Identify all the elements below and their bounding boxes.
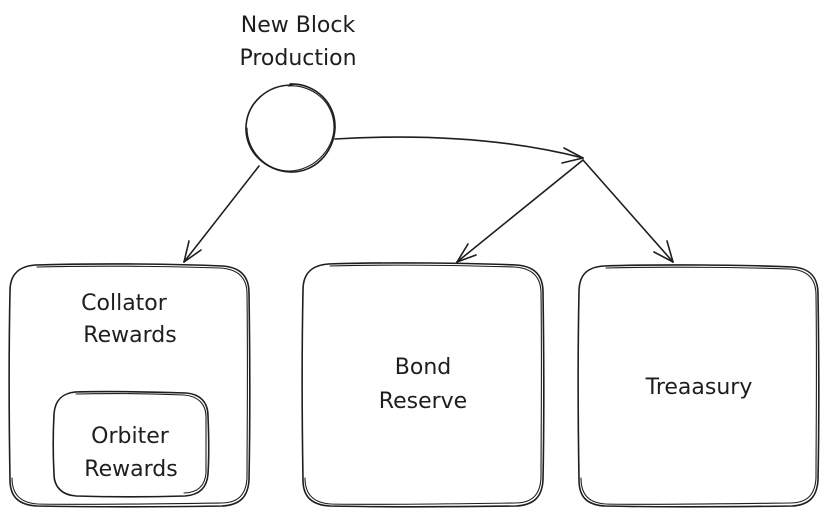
- orbiter-rewards-box: [52, 390, 210, 498]
- collator-label-line1: Collator: [81, 291, 168, 316]
- collator-rewards-box: [8, 263, 251, 508]
- bond-reserve-box: [301, 262, 545, 508]
- arrow-to-collator: [183, 165, 260, 263]
- bond-label-line1: Bond: [395, 355, 451, 380]
- arrow-to-split: [334, 136, 584, 164]
- treasury-label: Treaasury: [645, 375, 753, 400]
- orbiter-label-line1: Orbiter: [91, 424, 170, 449]
- collator-label-line2: Rewards: [83, 323, 176, 348]
- source-title-line1: New Block: [241, 13, 356, 38]
- orbiter-label-line2: Rewards: [84, 457, 177, 482]
- source-node: [245, 83, 336, 173]
- treasury-box: [577, 264, 820, 508]
- arrow-to-bond: [456, 159, 584, 263]
- source-title-line2: Production: [239, 46, 356, 71]
- arrow-to-treasury: [582, 159, 674, 263]
- bond-label-line2: Reserve: [379, 389, 467, 414]
